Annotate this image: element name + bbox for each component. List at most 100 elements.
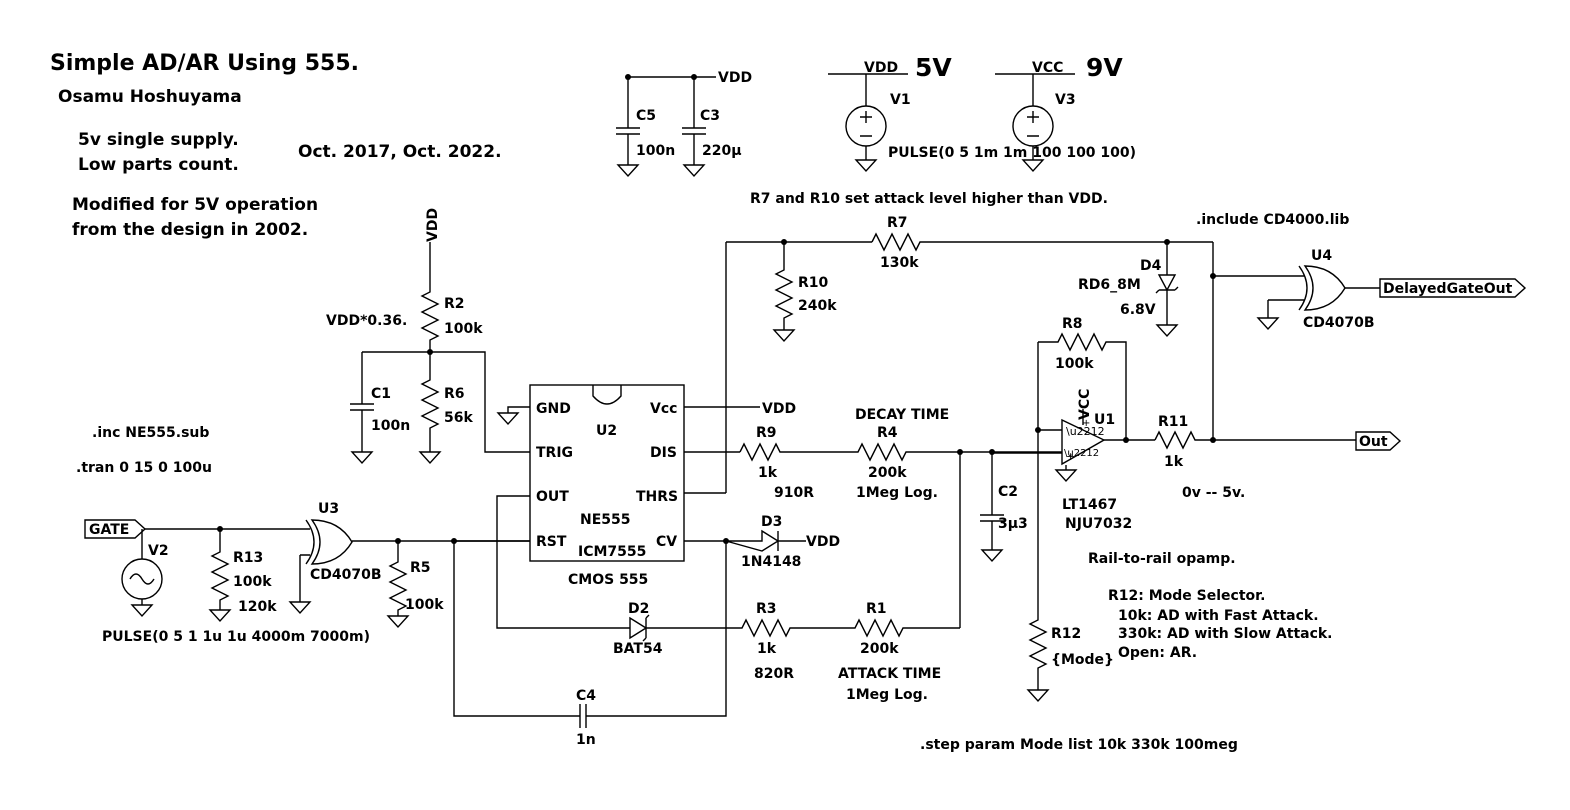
pin-vcc: Vcc [650, 401, 677, 417]
c4-label: C4 [576, 688, 596, 704]
d2-label: D2 [628, 601, 649, 617]
mode-line2: 10k: AD with Fast Attack. [1118, 608, 1319, 624]
step-directive: .step param Mode list 10k 330k 100meg [920, 737, 1238, 753]
tran-directive: .tran 0 15 0 100u [76, 460, 212, 476]
v1-voltage: 5V [915, 53, 952, 82]
v1-net-label: VDD [864, 60, 898, 76]
svg-text:+: + [1066, 450, 1075, 463]
pin-trig: TRIG [536, 445, 573, 461]
mode-line3: 330k: AD with Slow Attack. [1118, 626, 1333, 642]
vdd-fraction: VDD*0.36. [326, 313, 407, 329]
pin-thrs: THRS [636, 489, 678, 505]
v3-voltage: 9V [1086, 53, 1123, 82]
pin-rst: RST [536, 534, 567, 550]
author: Osamu Hoshuyama [58, 87, 242, 107]
c2-label: C2 [998, 484, 1018, 500]
c1-value: 100n [371, 418, 410, 434]
r9-value-b: 910R [774, 485, 814, 501]
r6-label: R6 [444, 386, 465, 402]
v3-label: V3 [1055, 92, 1076, 108]
c3-label: C3 [700, 108, 720, 124]
u3-value: CD4070B [310, 567, 382, 583]
ic-555 [454, 384, 760, 629]
d2-value: BAT54 [613, 641, 663, 657]
pin-dis: DIS [650, 445, 677, 461]
u4-value: CD4070B [1303, 315, 1375, 331]
u1-part-b: NJU7032 [1065, 516, 1132, 532]
divider-network [350, 242, 530, 464]
title: Simple AD/AR Using 555. [50, 51, 359, 76]
v3-net-label: VCC [1032, 60, 1063, 76]
u1-part-a: LT1467 [1062, 497, 1117, 513]
c5-value: 100n [636, 143, 675, 159]
r12-label: R12 [1051, 626, 1081, 642]
r8-label: R8 [1062, 316, 1083, 332]
vdd-label-top: VDD [718, 70, 752, 86]
r10-label: R10 [798, 275, 829, 291]
svg-text:Out: Out [1359, 434, 1388, 450]
decay-label: DECAY TIME [855, 407, 949, 423]
r1-label: R1 [866, 601, 887, 617]
pin-out: OUT [536, 489, 569, 505]
r11-value: 1k [1164, 454, 1184, 470]
mode-line1: R12: Mode Selector. [1108, 588, 1265, 604]
d4-value: RD6_8M [1078, 277, 1141, 293]
u1-label: U1 [1094, 412, 1115, 428]
v2-label: V2 [148, 543, 169, 559]
inc-directive: .inc NE555.sub [92, 425, 209, 441]
r4-label: R4 [877, 425, 898, 441]
d3-value: 1N4148 [741, 554, 801, 570]
ic-name: NE555 [580, 512, 631, 528]
include-directive: .include CD4000.lib [1196, 212, 1349, 228]
svg-text:GATE: GATE [89, 522, 129, 538]
r11-resistor [1154, 430, 1356, 450]
attack-path [629, 614, 960, 642]
ic-cmos: CMOS 555 [568, 572, 648, 588]
d4-zener: 6.8V [1120, 302, 1156, 318]
c2-value: 3μ3 [998, 516, 1028, 532]
r4-value-a: 200k [868, 465, 907, 481]
top-rail [725, 232, 1216, 493]
r5-value: 100k [405, 597, 444, 613]
pin-cv: CV [656, 534, 677, 550]
mode-line4: Open: AR. [1118, 645, 1197, 661]
attack-level-note: R7 and R10 set attack level higher than … [750, 191, 1108, 207]
r6-value: 56k [444, 410, 473, 426]
r5-label: R5 [410, 560, 431, 576]
r7-value: 130k [880, 255, 919, 271]
note-parts: Low parts count. [78, 155, 239, 175]
r3-label: R3 [756, 601, 777, 617]
pin-gnd: GND [536, 401, 571, 417]
attack-label: ATTACK TIME [838, 666, 941, 682]
r13-label: R13 [233, 550, 263, 566]
r13-value-b: 120k [238, 599, 277, 615]
svg-text:+: + [1082, 418, 1090, 429]
u4-label: U4 [1311, 248, 1332, 264]
d4-label: D4 [1140, 258, 1162, 274]
c3-value: 220μ [702, 143, 742, 159]
u2-label: U2 [596, 423, 617, 439]
r11-label: R11 [1158, 414, 1188, 430]
rail-note: Rail-to-rail opamp. [1088, 551, 1236, 567]
r8-value: 100k [1055, 356, 1094, 372]
r9-value-a: 1k [758, 465, 778, 481]
svg-text:\u2212: \u2212 [1064, 448, 1099, 459]
mod-line2: from the design in 2002. [72, 220, 308, 240]
r2-vdd: VDD [425, 208, 441, 242]
mod-line1: Modified for 5V operation [72, 195, 318, 215]
c4-value: 1n [576, 732, 596, 748]
v3-source [995, 73, 1075, 172]
u1-opamp: \u2212 + + \u2212 [992, 332, 1155, 482]
note-supply: 5v single supply. [78, 130, 239, 150]
r2-label: R2 [444, 296, 465, 312]
d3-label: D3 [761, 514, 782, 530]
svg-text:\u2212: \u2212 [1066, 425, 1105, 438]
output-range: 0v -- 5v. [1182, 485, 1245, 501]
delayed-gate-out-port: DelayedGateOut [1379, 278, 1527, 298]
u4-xor-gate [1213, 265, 1380, 330]
v1-pulse: PULSE(0 5 1m 1m 100 100 100) [888, 145, 1136, 161]
u1-vcc: VCC [1077, 389, 1093, 420]
svg-text:DelayedGateOut: DelayedGateOut [1383, 281, 1513, 297]
r10-value: 240k [798, 298, 837, 314]
